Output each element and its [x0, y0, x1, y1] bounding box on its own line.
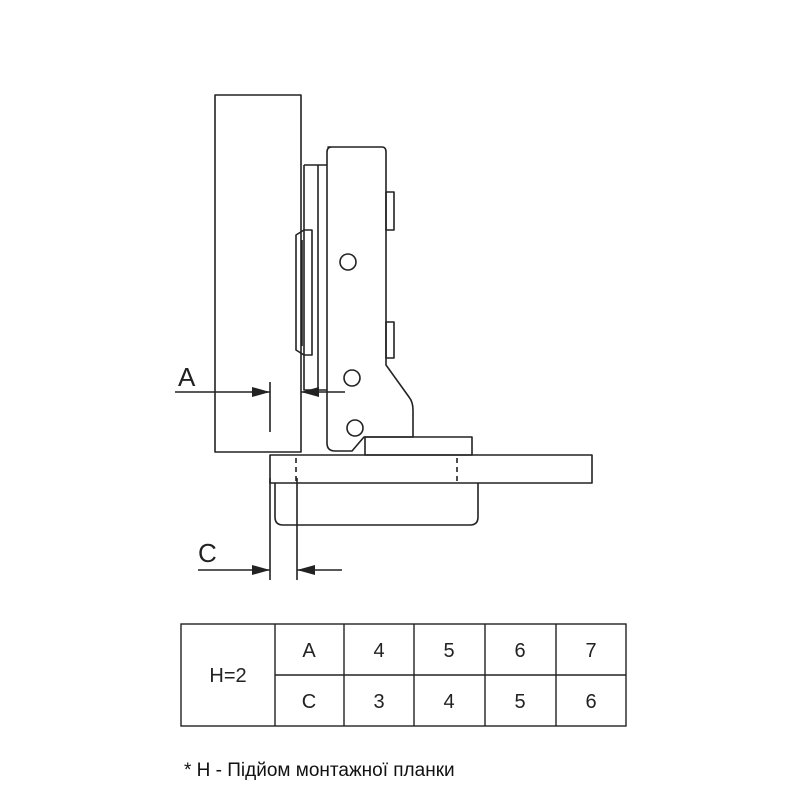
adjustment-tab-bottom	[385, 321, 395, 359]
hinge-spring	[295, 229, 313, 356]
table-row-c-value-2: 4	[443, 691, 454, 713]
cabinet-side-panel	[269, 454, 593, 484]
table-row-c-value-4: 6	[585, 691, 596, 713]
dimension-c-arrow-right	[297, 565, 315, 575]
screw-hole-middle	[343, 369, 361, 387]
table-row-c-value-1: 3	[373, 691, 384, 713]
screw-hole-lower	[346, 419, 364, 437]
footnote: * H - Підйом монтажної планки	[184, 760, 455, 781]
door-panel	[214, 94, 302, 453]
mounting-plate-top	[364, 436, 473, 456]
table-row-a-param: A	[302, 640, 316, 662]
table-row-c-param: C	[302, 691, 316, 713]
table-row-a-value-3: 6	[514, 640, 525, 662]
dimension-c-label: C	[198, 538, 217, 568]
table-row-a-value-4: 7	[585, 640, 596, 662]
table-grid	[274, 624, 626, 726]
screw-hole-upper	[339, 253, 357, 271]
panel-hidden-lines	[295, 458, 458, 483]
dimension-c-arrow-left	[252, 565, 270, 575]
dimension-c-lines	[198, 478, 342, 580]
adjustment-tab-top	[385, 191, 395, 231]
table-row-a-value-2: 5	[443, 640, 454, 662]
dimension-a-label: A	[178, 362, 196, 392]
table-row-c-value-3: 5	[514, 691, 525, 713]
dimension-a-arrow-left	[252, 387, 270, 397]
dimension-a-arrow-right	[301, 387, 319, 397]
spec-table	[180, 623, 627, 727]
table-group-label: H=2	[209, 665, 246, 687]
hinge-arm-back	[303, 164, 327, 391]
table-row-a-value-1: 4	[373, 640, 384, 662]
hinge-arm	[326, 146, 414, 452]
mounting-plate-bottom	[274, 483, 479, 526]
